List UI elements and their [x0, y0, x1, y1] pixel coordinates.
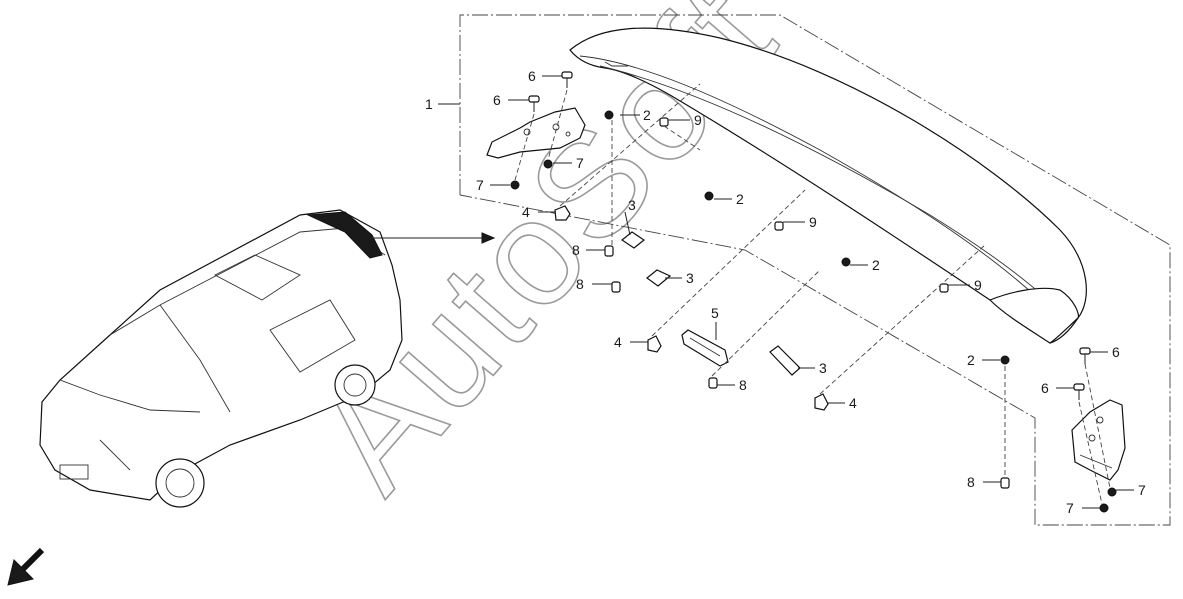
nuts: [510, 110, 1117, 513]
callout-1: 1: [425, 96, 433, 112]
bracket-left: [486, 107, 586, 159]
callout-3: 3: [686, 270, 694, 286]
callout-4: 4: [522, 204, 530, 220]
bracket-right: [1071, 399, 1126, 481]
fasteners: [528, 71, 1091, 489]
callout-2: 2: [736, 191, 744, 207]
callout-leaders: [438, 75, 1134, 509]
vehicle-overview: [39, 209, 403, 508]
callout-6: 6: [528, 68, 536, 84]
front-direction-arrow-icon: [7, 547, 45, 586]
callout-7: 7: [476, 177, 484, 193]
callout-2: 2: [967, 352, 975, 368]
seal-strip: [681, 329, 729, 367]
callout-8: 8: [739, 377, 747, 393]
tape-pads: [620, 231, 801, 376]
assembly-lines: [514, 83, 1111, 505]
callout-8: 8: [967, 474, 975, 490]
callout-9: 9: [974, 277, 982, 293]
clips: [554, 205, 829, 411]
callout-6: 6: [1112, 344, 1120, 360]
callout-3: 3: [819, 360, 827, 376]
callout-4: 4: [849, 395, 857, 411]
callout-2: 2: [872, 257, 880, 273]
callout-7: 7: [1138, 482, 1146, 498]
callout-6: 6: [1041, 380, 1049, 396]
callout-7: 7: [576, 155, 584, 171]
callout-4: 4: [614, 334, 622, 350]
callout-2: 2: [643, 107, 651, 123]
callout-6: 6: [493, 92, 501, 108]
callout-8: 8: [572, 242, 580, 258]
callout-5: 5: [711, 305, 719, 321]
assembly-outline: [459, 14, 1171, 526]
callout-9: 9: [694, 112, 702, 128]
callout-3: 3: [628, 197, 636, 213]
callout-7: 7: [1066, 500, 1074, 516]
callout-8: 8: [576, 276, 584, 292]
callout-labels: 1 2 2 2 2 3 3 3 4 4 4 5 6 6 6 6 7 7 7 7 …: [425, 68, 1146, 516]
rear-spoiler-body: [569, 27, 1087, 344]
callout-9: 9: [809, 214, 817, 230]
location-arrow: [370, 232, 496, 244]
